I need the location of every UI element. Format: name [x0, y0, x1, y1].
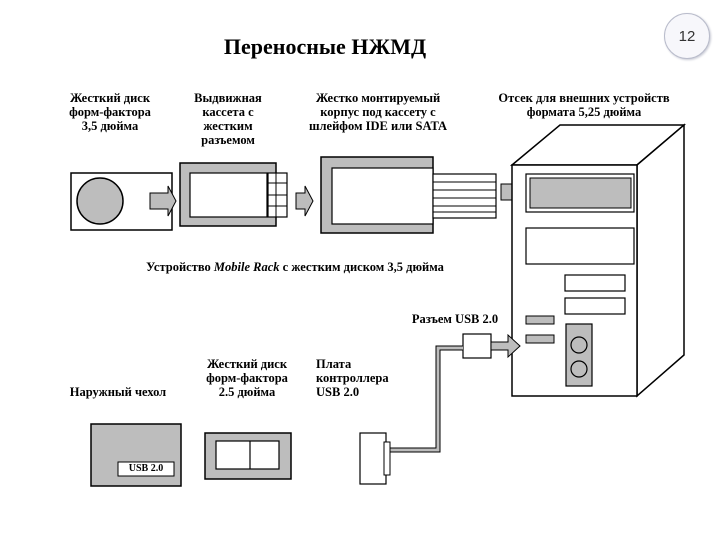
- mobile-rack-caption: Устройство Mobile Rack с жестким диском …: [146, 260, 444, 274]
- arrow-1: [149, 185, 177, 217]
- usb-connector: [386, 333, 521, 453]
- usb-tag: USB 2.0: [128, 463, 164, 474]
- fixed-case-shape: [320, 156, 497, 234]
- page-title: Переносные НЖМД: [223, 34, 427, 59]
- cassette-shape: [179, 162, 288, 227]
- outer-case-shape: [90, 423, 182, 487]
- controller-board-shape: [359, 432, 391, 485]
- hdd-25-shape: [204, 432, 292, 480]
- label-outer-case: Наружный чехол: [69, 385, 167, 399]
- arrow-2: [295, 185, 314, 217]
- hdd-35-shape: [70, 172, 173, 231]
- pc-tower: [509, 123, 687, 398]
- label-usb-port: Разъем USB 2.0: [411, 312, 499, 326]
- page-number-badge: 12: [664, 13, 710, 59]
